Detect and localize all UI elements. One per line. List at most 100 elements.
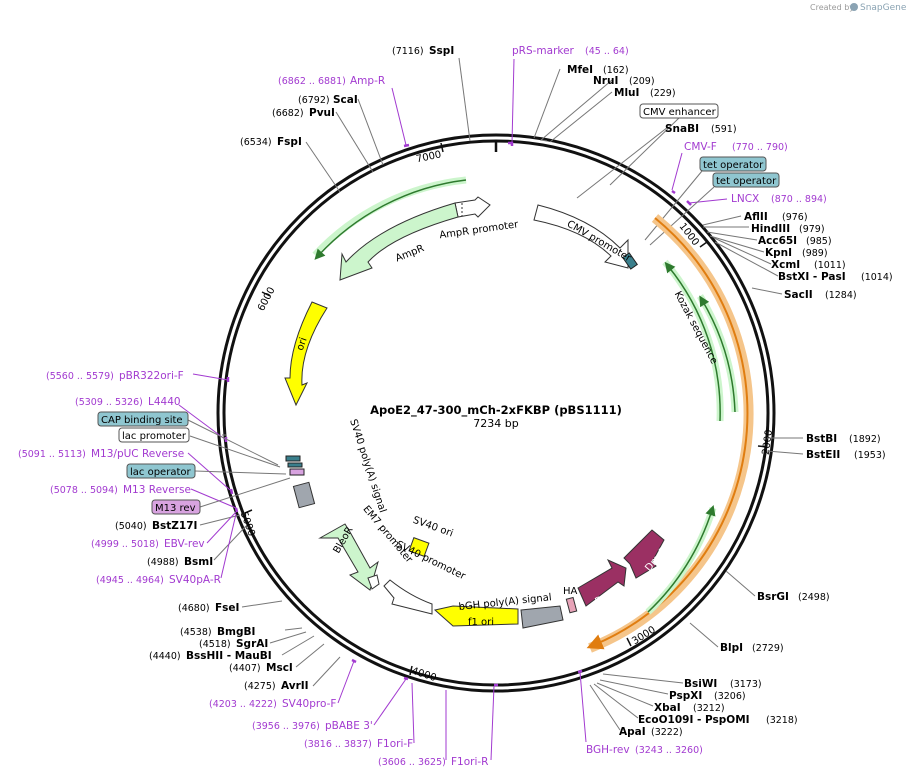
site-pos: (6682)	[272, 108, 304, 119]
site-name: EcoO109I - PspOMI	[638, 714, 750, 726]
primer-range: (3956 .. 3976)	[252, 721, 320, 732]
feature-bgh-polya	[520, 605, 564, 629]
site-name: MluI	[614, 87, 639, 99]
boxed-label-tet-operator-2-text: tet operator	[716, 176, 777, 187]
primer-marks	[224, 141, 692, 687]
plasmid-length: 7234 bp	[473, 417, 518, 430]
site-name: ApaI	[619, 726, 646, 738]
primer-name: SV40pro-F	[282, 698, 336, 710]
primer-range: (4203 .. 4222)	[209, 699, 277, 710]
boxed-label-tet-operator-1-bg	[699, 156, 767, 172]
site-pos: (7116)	[392, 46, 424, 57]
site-pos: (2498)	[798, 592, 830, 603]
site-pos: (3212)	[693, 703, 725, 714]
site-name: ScaI	[333, 94, 358, 106]
label-cmv-promoter: CMV promoter	[565, 219, 634, 265]
site-name: SacII	[784, 289, 813, 301]
boxed-label-cmv-enhancer-text: CMV enhancer	[643, 107, 717, 118]
feature-em7-promoter	[367, 574, 380, 590]
site-pos: (1953)	[854, 450, 886, 461]
primer-name: Amp-R	[350, 75, 385, 87]
site-pos: (4518)	[199, 639, 231, 650]
primer-range: (45 .. 64)	[585, 46, 629, 57]
site-pos: (4988)	[147, 557, 179, 568]
site-pos: (2729)	[752, 643, 784, 654]
feature-ampr	[339, 202, 459, 281]
label-f1ori: f1 ori	[468, 617, 494, 628]
site-pos: (591)	[711, 124, 737, 135]
primer-range: (5560 .. 5579)	[46, 371, 114, 382]
boxed-label-lac-operator: lac operator	[126, 463, 196, 479]
label-ha: HA	[563, 586, 578, 597]
site-pos: (4440)	[149, 651, 181, 662]
site-name: BsrGI	[757, 591, 789, 603]
site-name: BsmI	[184, 556, 213, 568]
label-ampr: AmpR	[394, 243, 426, 264]
primer-name: F1ori-R	[451, 756, 488, 768]
site-labels: (7116) SspI MfeI (162) NruI (209) MluI (…	[115, 45, 893, 738]
boxed-label-cmv-enhancer-bg	[639, 103, 719, 119]
feature-sv40-promoter	[383, 579, 433, 615]
boxed-label-lac-promoter-text: lac promoter	[122, 431, 187, 442]
site-pos: (5040)	[115, 521, 147, 532]
primer-range: (3816 .. 3837)	[304, 739, 372, 750]
site-name: FspI	[277, 136, 302, 148]
site-pos: (209)	[629, 76, 655, 87]
ruler-tick-2000: 2000	[761, 429, 775, 456]
feature-dmrb-2	[623, 529, 665, 579]
primer-name: EBV-rev	[164, 538, 205, 550]
primer-range: (870 .. 894)	[771, 194, 827, 205]
feature-lac-promoter-block	[285, 455, 301, 462]
boxed-label-m13-rev-text: M13 rev	[155, 503, 196, 514]
site-pos: (229)	[650, 88, 676, 99]
ruler-tick-7000: 7000	[415, 149, 442, 165]
boxed-label-cap-binding-site: CAP binding site	[97, 411, 189, 427]
primer-name: M13 Reverse	[123, 484, 191, 496]
label-ampr-promoter: AmpR promoter	[439, 219, 520, 241]
site-pos: (3218)	[766, 715, 798, 726]
boxed-label-lac-promoter: lac promoter	[118, 427, 190, 443]
feature-lac-operator-block	[287, 462, 303, 468]
primer-range: (6862 .. 6881)	[278, 76, 346, 87]
site-pos: (1011)	[814, 260, 846, 271]
boxed-label-leaders	[187, 116, 715, 508]
boxed-label-lac-operator-bg	[126, 463, 196, 479]
site-pos: (162)	[603, 65, 629, 76]
feature-ha	[565, 596, 578, 614]
site-pos: (4275)	[244, 681, 276, 692]
primer-name: SV40pA-R	[169, 574, 221, 586]
primer-range: (770 .. 790)	[732, 142, 788, 153]
site-pos: (6792)	[298, 95, 330, 106]
site-pos: (979)	[799, 224, 825, 235]
boxed-label-cmv-enhancer: CMV enhancer	[639, 103, 719, 119]
site-pos: (985)	[806, 236, 832, 247]
site-name: BlpI	[720, 642, 743, 654]
site-name: BstZ17I	[152, 520, 197, 532]
feature-ampr-promoter	[454, 196, 491, 218]
site-name: BsiWI	[684, 678, 717, 690]
primer-name: LNCX	[731, 193, 759, 205]
site-name: PspXI	[669, 690, 702, 702]
boxed-label-tet-operator-1-text: tet operator	[703, 160, 764, 171]
boxed-label-tet-operator-2: tet operator	[712, 172, 780, 188]
site-name: BstEII	[806, 449, 840, 461]
label-sv40-polya: SV40 poly(A) signal	[347, 418, 388, 514]
credit-prefix: Created by	[810, 3, 854, 12]
primer-range: (5078 .. 5094)	[50, 485, 118, 496]
site-pos: (6534)	[240, 137, 272, 148]
primer-name: pBR322ori-F	[119, 370, 184, 382]
site-name: PvuI	[309, 107, 335, 119]
credit-brand: SnapGene	[860, 3, 907, 13]
primer-leaders	[178, 58, 728, 761]
primer-labels: pRS-marker (45 .. 64) (6862 .. 6881) Amp…	[18, 45, 827, 768]
site-leaders	[199, 57, 804, 731]
site-pos: (4538)	[180, 627, 212, 638]
green-arcs	[312, 176, 739, 615]
site-name: XbaI	[654, 702, 681, 714]
feature-kozak	[622, 252, 638, 270]
site-name: BstXI - PasI	[778, 271, 846, 283]
primer-name: M13/pUC Reverse	[91, 448, 184, 460]
boxed-label-cap-bg	[97, 411, 189, 427]
site-name: NruI	[593, 75, 618, 87]
